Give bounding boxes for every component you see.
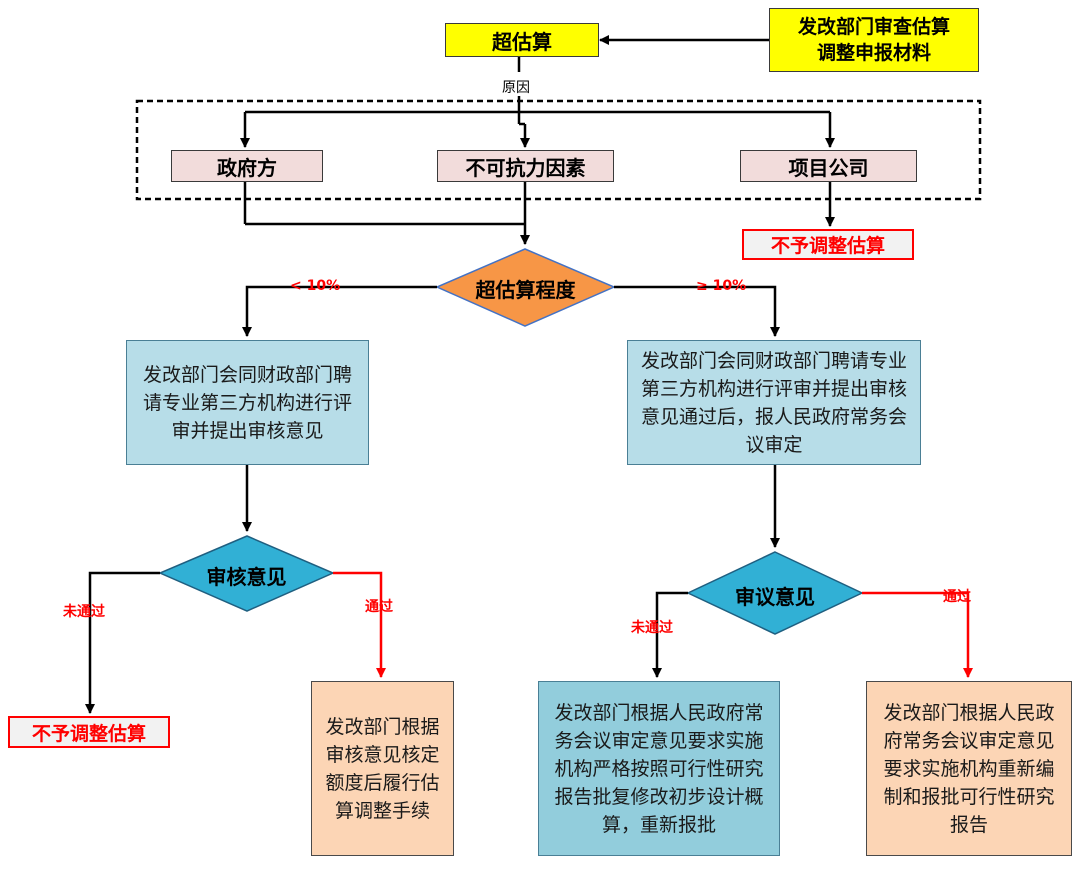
- audit-opinion-label: 审核意见: [206, 565, 287, 589]
- left-process-text: 发改部门会同财政部门聘请专业第三方机构进行评审并提出审核意见: [142, 363, 352, 442]
- arrow-council-pass: [862, 591, 973, 678]
- arrow-audit-pass: [333, 571, 386, 678]
- arrow-ge10: [614, 285, 780, 337]
- lt10-label: < 10%: [290, 278, 341, 294]
- cause-group-box: [135, 99, 982, 201]
- arrow-lt10: [242, 285, 437, 337]
- council-diamond: [686, 551, 864, 635]
- not-pass-right-label: 未通过: [631, 620, 673, 636]
- degree-diamond: [435, 248, 616, 327]
- pass-left-label: 通过: [365, 599, 393, 615]
- arrow-audit-fail: [85, 571, 160, 714]
- arrow-council-fail: [652, 591, 688, 678]
- no-adjust-bottom-text: 不予调整估算: [31, 722, 146, 745]
- pass-right-label: 通过: [943, 589, 971, 605]
- right-result-box: 发改部门根据人民政府常务会议审定意见要求实施机构重新编制和报批可行性研究报告: [866, 681, 1072, 856]
- force-majeure-text: 不可抗力因素: [465, 155, 586, 180]
- ge10-label: ≥ 10%: [696, 278, 747, 294]
- over-estimate-box: 超估算: [445, 23, 599, 57]
- government-text: 政府方: [217, 155, 277, 180]
- no-adjust-top-text: 不予调整估算: [770, 235, 885, 257]
- left-result-text: 发改部门根据审核意见核定额度后履行估算调整手续: [325, 715, 440, 822]
- right-process-box: 发改部门会同财政部门聘请专业第三方机构进行评审并提出审核意见通过后，报人民政府常…: [627, 340, 921, 465]
- left-result-box: 发改部门根据审核意见核定额度后履行估算调整手续: [311, 681, 454, 856]
- no-adjust-top-box: 不予调整估算: [742, 229, 914, 260]
- audit-diamond: [158, 535, 335, 612]
- council-opinion-label: 审议意见: [735, 585, 815, 609]
- mid-result-box: 发改部门根据人民政府常务会议审定意见要求实施机构严格按照可行性研究报告批复修改初…: [538, 681, 780, 856]
- reason-label: 原因: [502, 80, 530, 96]
- right-result-text: 发改部门根据人民政府常务会议审定意见要求实施机构重新编制和报批可行性研究报告: [883, 701, 1055, 836]
- not-pass-left-label: 未通过: [63, 604, 105, 620]
- ndrc-review-box: 发改部门审查估算 调整申报材料: [769, 8, 979, 72]
- degree-label: 超估算程度: [475, 278, 576, 302]
- project-company-text: 项目公司: [788, 155, 869, 180]
- mid-result-text: 发改部门根据人民政府常务会议审定意见要求实施机构严格按照可行性研究报告批复修改初…: [554, 701, 764, 836]
- right-process-text: 发改部门会同财政部门聘请专业第三方机构进行评审并提出审核意见通过后，报人民政府常…: [640, 349, 907, 456]
- government-box: 政府方: [171, 150, 323, 182]
- ndrc-review-text: 发改部门审查估算 调整申报材料: [797, 16, 950, 64]
- no-adjust-bottom-box: 不予调整估算: [8, 716, 170, 748]
- over-estimate-text: 超估算: [492, 29, 552, 54]
- force-majeure-box: 不可抗力因素: [437, 150, 614, 182]
- left-process-box: 发改部门会同财政部门聘请专业第三方机构进行评审并提出审核意见: [126, 340, 369, 465]
- project-company-box: 项目公司: [740, 150, 917, 182]
